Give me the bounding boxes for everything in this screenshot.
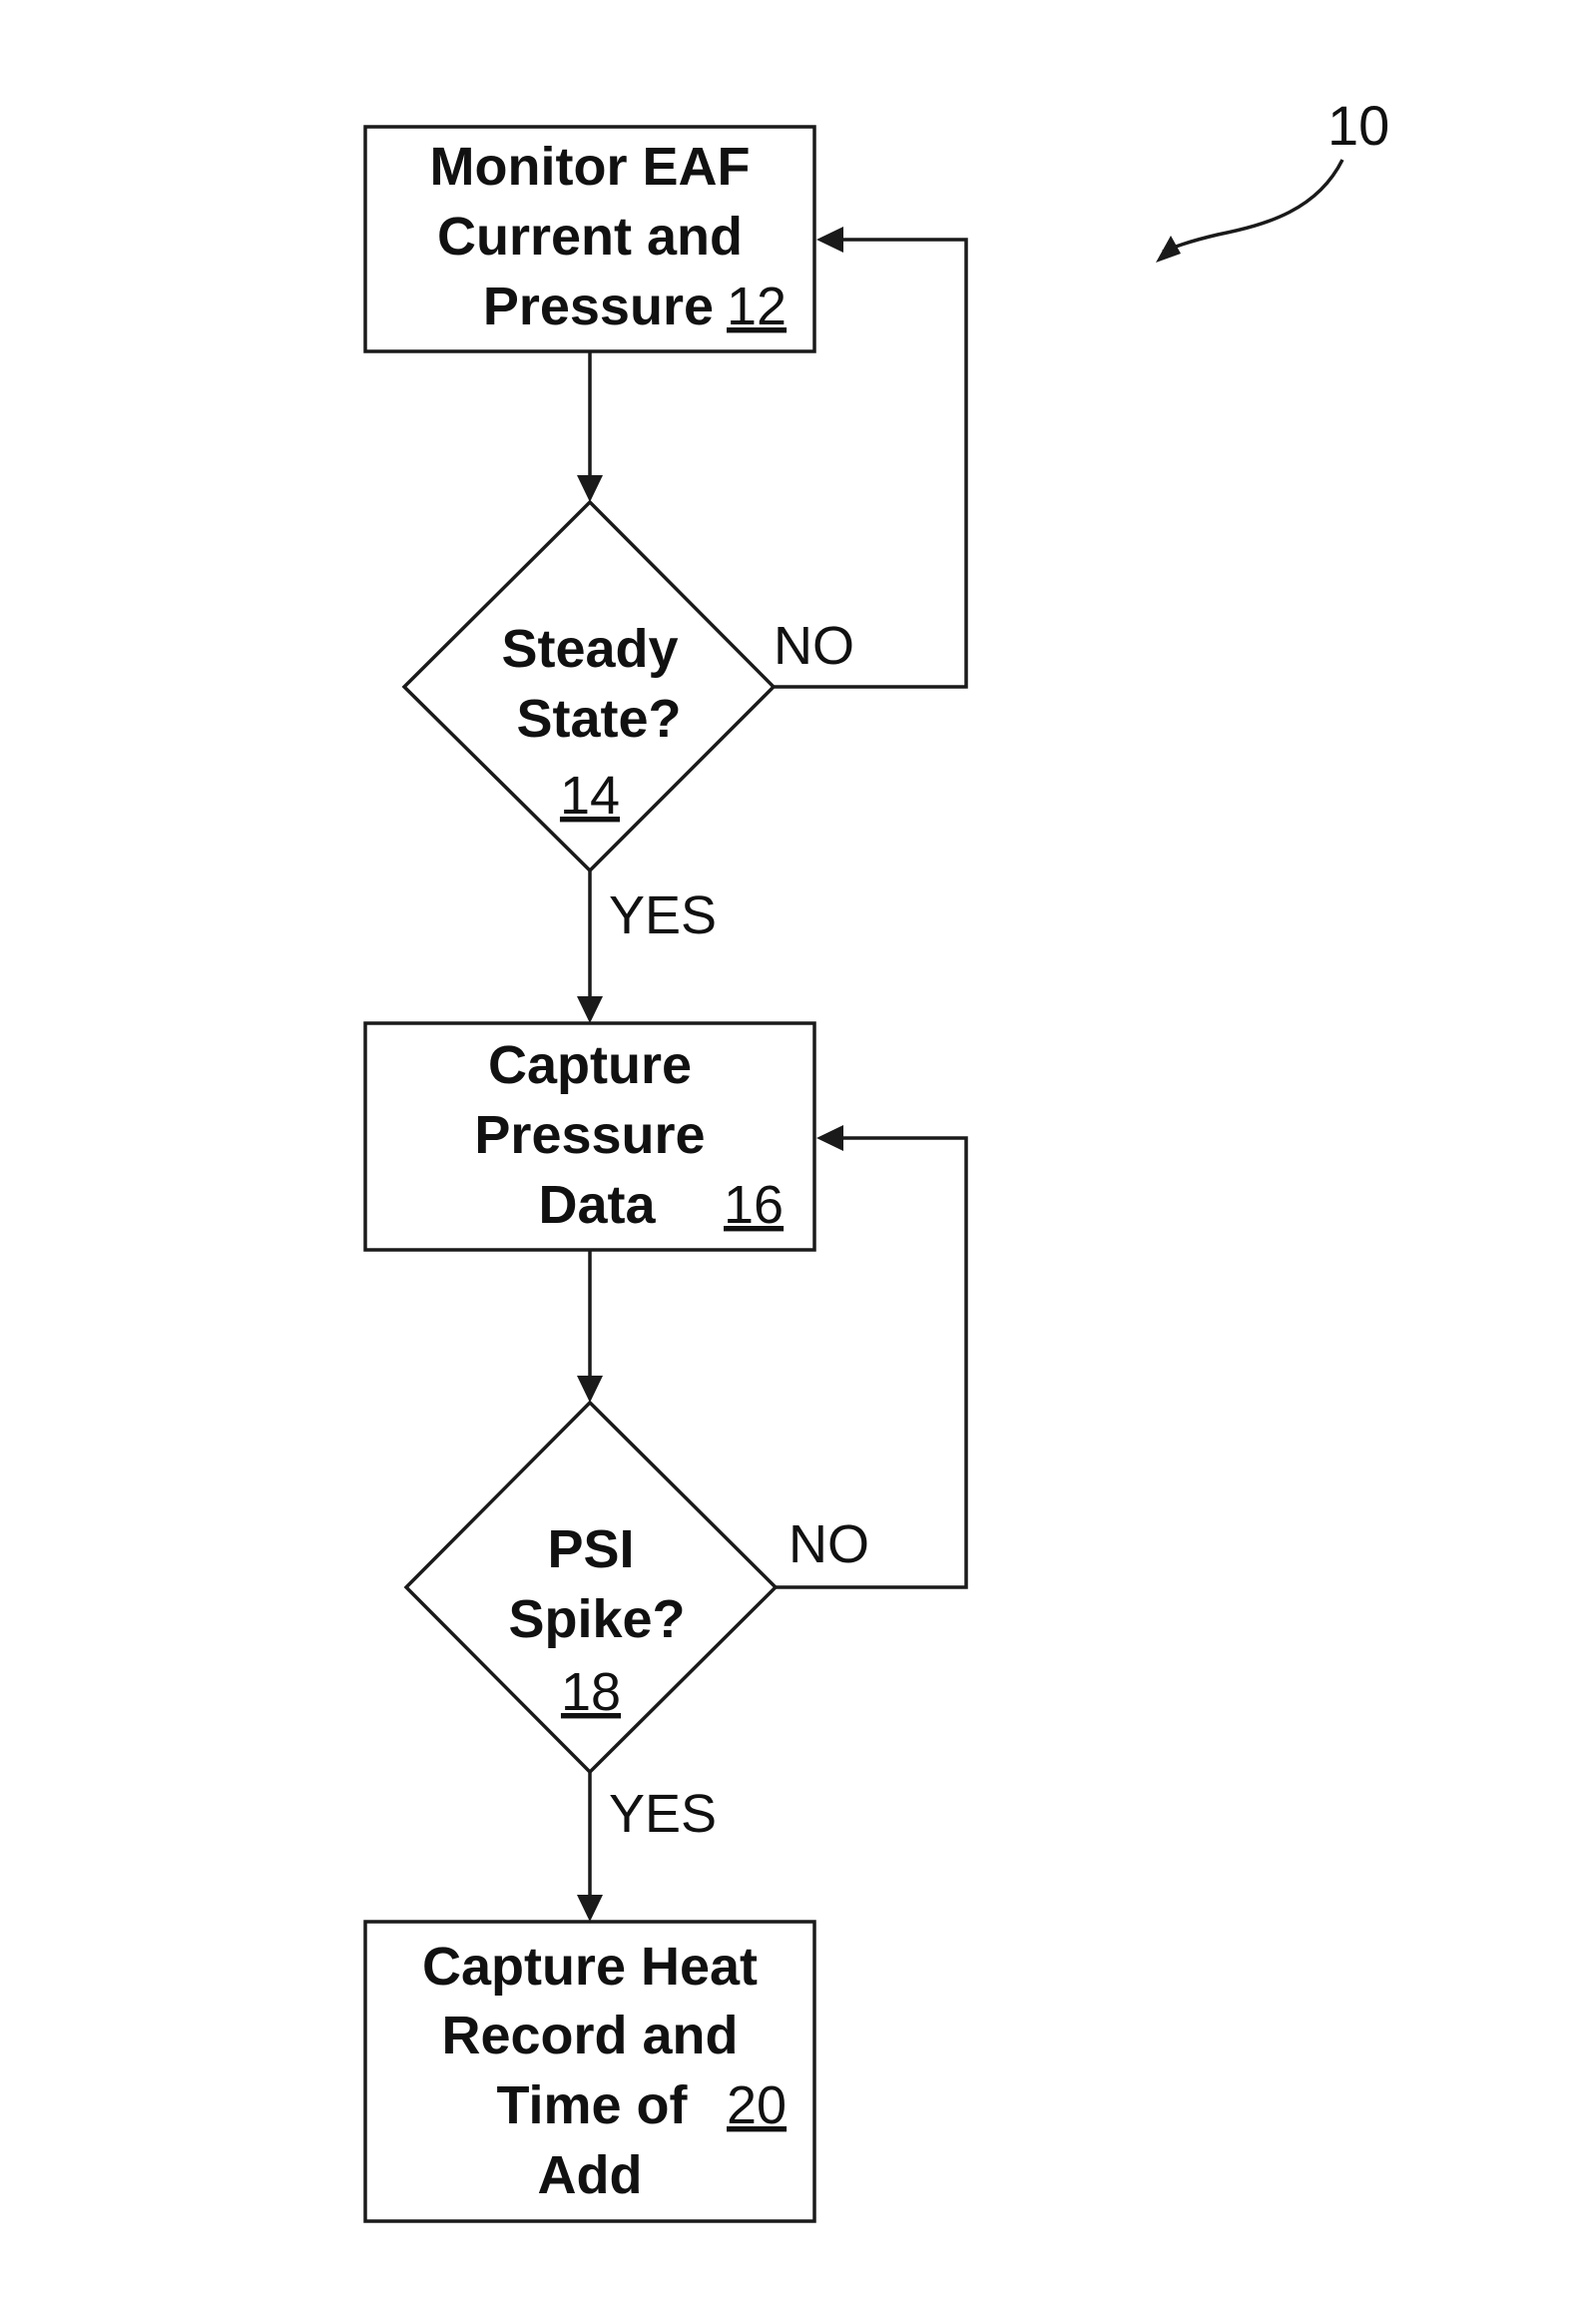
monitor-line-1: Monitor EAF <box>430 137 751 197</box>
capture-pressure-ref: 16 <box>724 1175 784 1235</box>
capture-pressure-line-2: Pressure <box>474 1105 705 1165</box>
psi-yes-label: YES <box>609 1784 717 1844</box>
steady-yes-label: YES <box>609 885 717 945</box>
psi-no-arrowhead <box>816 1125 843 1151</box>
figure-ref-number: 10 <box>1327 94 1389 157</box>
steady-no-label: NO <box>774 616 854 676</box>
capture-pressure-line-3: Data <box>538 1175 656 1235</box>
arrowhead-capture-to-psi <box>577 1376 603 1403</box>
psi-line-1: PSI <box>547 1519 634 1579</box>
capture-heat-line-3: Time of <box>496 2075 688 2135</box>
steady-no-arrowhead <box>816 227 843 253</box>
steady-ref: 14 <box>560 766 620 826</box>
figure-ref-arrowhead <box>1156 236 1181 263</box>
monitor-line-3: Pressure <box>483 277 714 336</box>
psi-ref: 18 <box>561 1662 621 1722</box>
monitor-ref: 12 <box>727 277 787 336</box>
steady-line-1: Steady <box>501 619 678 679</box>
steady-line-2: State? <box>516 689 681 749</box>
capture-heat-line-2: Record and <box>441 2006 738 2065</box>
arrowhead-steady-to-capture <box>577 996 603 1023</box>
capture-heat-line-4: Add <box>538 2145 643 2205</box>
capture-heat-ref: 20 <box>727 2075 787 2135</box>
psi-line-2: Spike? <box>508 1589 685 1649</box>
capture-pressure-line-1: Capture <box>488 1035 692 1095</box>
monitor-line-2: Current and <box>437 207 743 267</box>
capture-heat-line-1: Capture Heat <box>422 1937 758 1997</box>
arrowhead-psi-to-heat <box>577 1895 603 1922</box>
psi-no-label: NO <box>789 1514 869 1574</box>
figure-ref-leader <box>1163 160 1342 252</box>
arrowhead-monitor-to-steady <box>577 475 603 502</box>
